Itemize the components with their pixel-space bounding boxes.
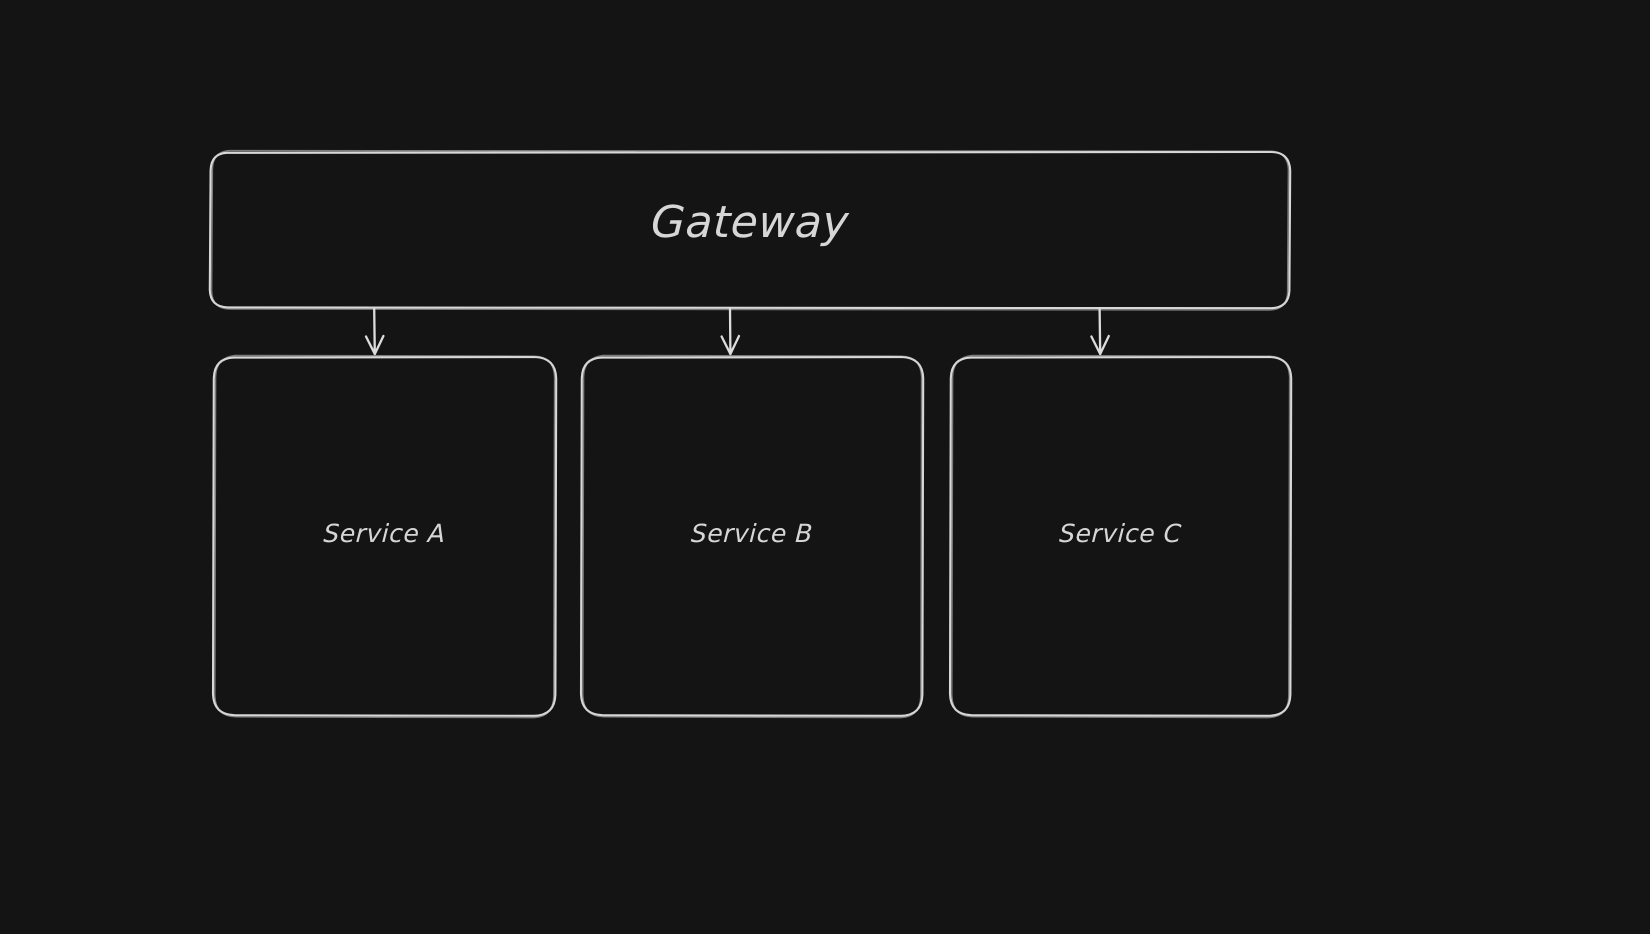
edge-gateway-service-c[interactable]	[1087, 308, 1113, 358]
gateway-node[interactable]	[210, 152, 1290, 308]
edge-gateway-service-b[interactable]	[717, 308, 743, 358]
service-c-node[interactable]	[950, 357, 1291, 716]
service-a-node[interactable]	[213, 357, 556, 716]
service-b-node[interactable]	[581, 357, 923, 716]
edge-gateway-service-a[interactable]	[361, 308, 387, 358]
